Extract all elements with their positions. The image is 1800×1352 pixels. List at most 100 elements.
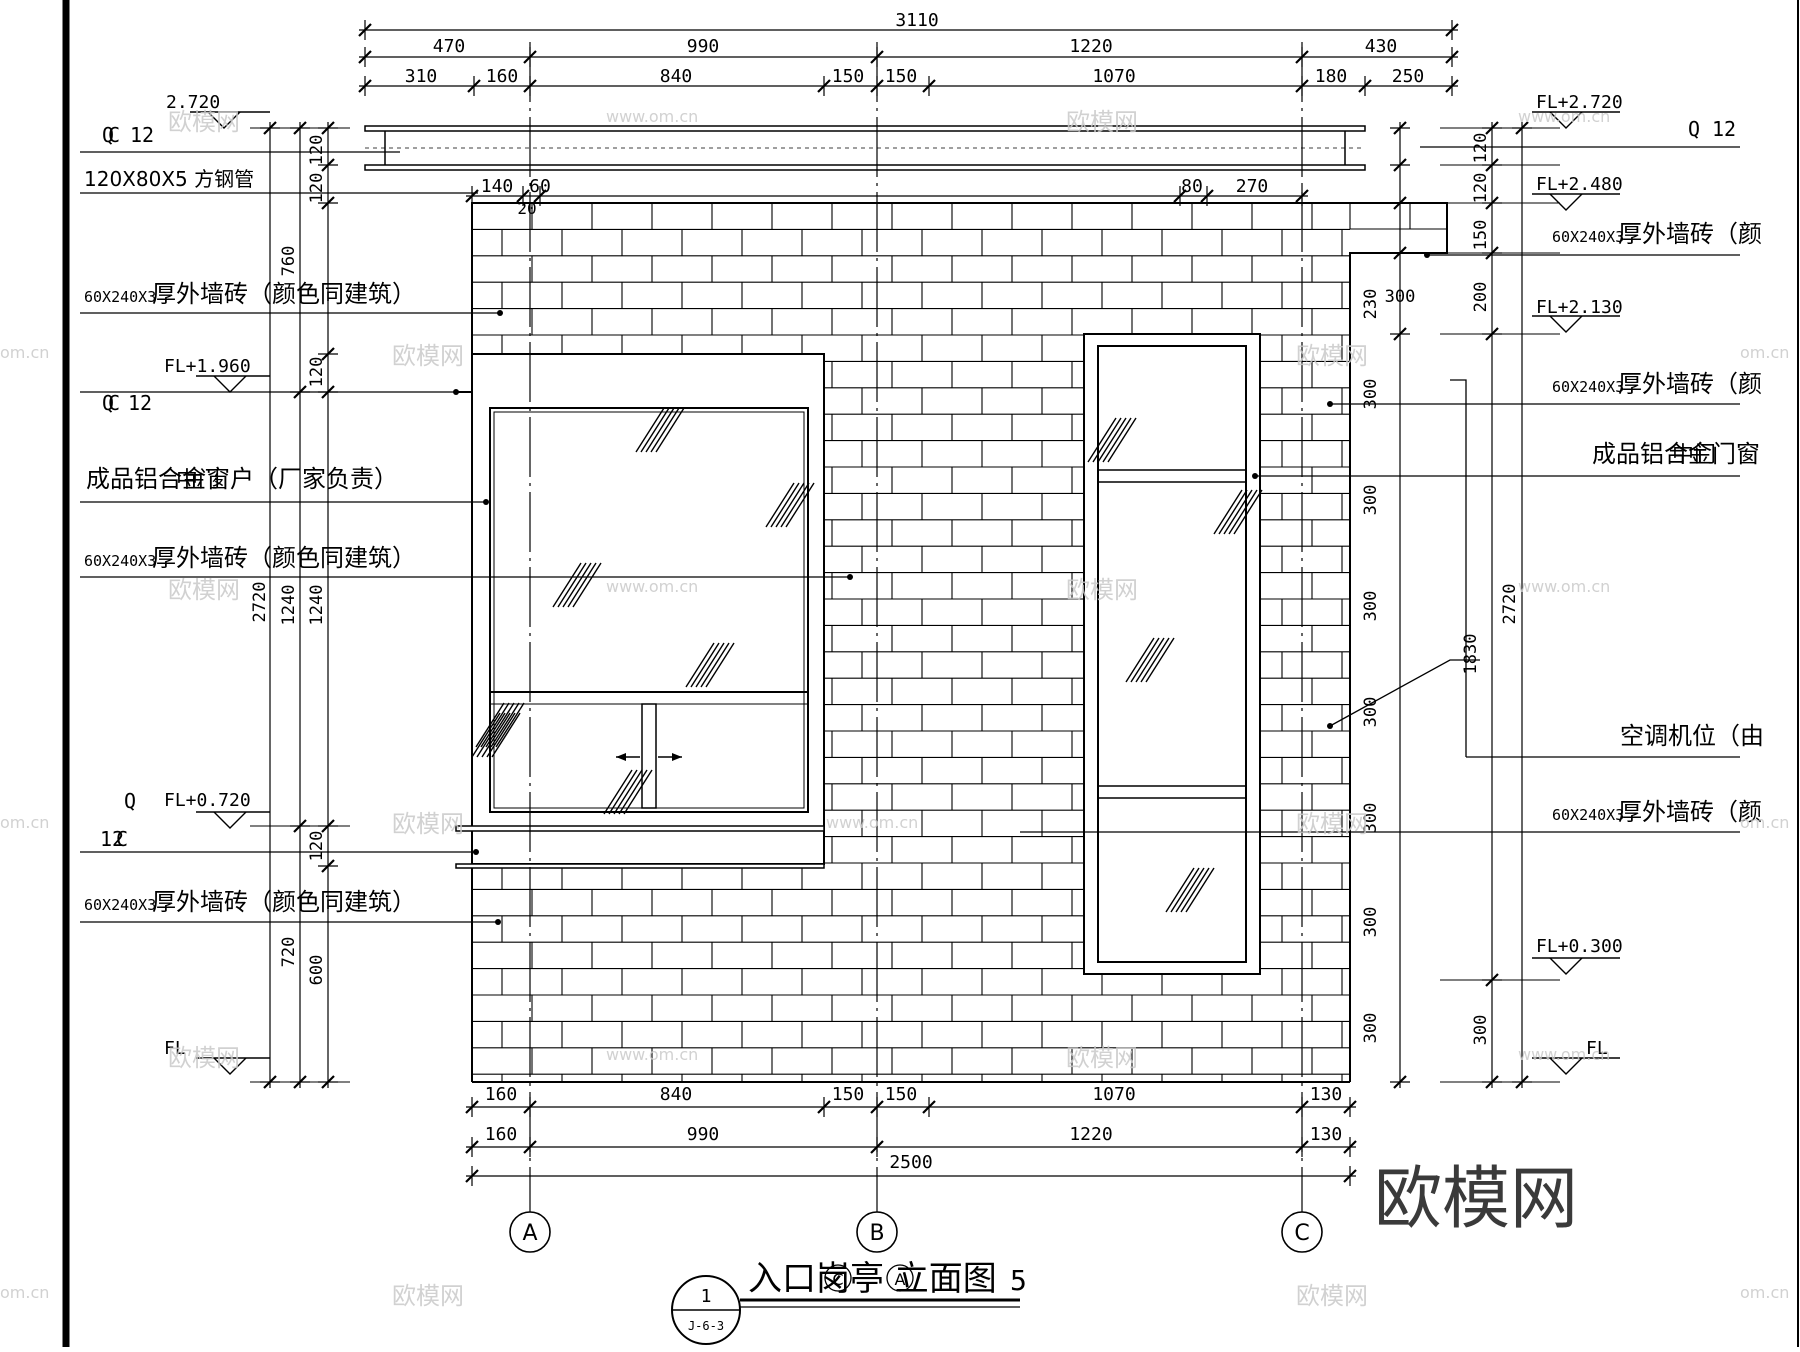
dim-tick [321,347,335,361]
brand-logo-text: 欧模网 [1374,1160,1578,1239]
level-right-fl: FL [1586,1038,1608,1059]
dim-tick [1295,79,1309,93]
glass-hatch [775,482,805,528]
glass-hatch [685,642,715,688]
note-beam1-q: Q [102,123,114,147]
dim-top-r4-1: 140 [481,176,514,197]
glass-hatch [655,407,685,453]
glass-hatch [480,702,510,748]
glass-hatch [770,482,800,528]
glass-hatch [613,769,643,815]
dim-tick [817,1100,831,1114]
dim-bot-r2-3: 1220 [1069,1124,1112,1145]
note-beam2-n: 12 [128,391,152,415]
glass-hatch [1170,867,1200,913]
dim-tick [870,79,884,93]
level-triangle [207,111,241,129]
glass-hatch [1180,867,1210,913]
dim-tick [467,79,481,93]
dim-bot-r2-2: 990 [687,1124,720,1145]
watermark-small-3: om.cn [0,813,49,832]
glass-hatch [572,562,602,608]
level-right-0300: FL+0.300 [1536,936,1623,957]
glass-hatch [1125,637,1155,683]
watermark-small-6: om.cn [1740,1283,1789,1302]
dim-left-760: 760 [279,246,299,277]
glass-hatch [490,702,520,748]
dim-tick [1295,1100,1309,1114]
note-beam2-q: Q [102,391,114,415]
glass-hatch [1218,489,1248,535]
dim-tick [321,859,335,873]
wall-outline [471,202,1448,1083]
level-right-2130: FL+2.130 [1536,297,1623,318]
dim-top-r2-1: 470 [433,36,466,57]
title-index: 1 [701,1286,712,1307]
level-left-fl: FL [164,1038,186,1059]
dim-right-1830: 1830 [1461,634,1481,675]
glass-hatches [471,407,1263,913]
level-left-top: 2.720 [166,92,220,113]
dim-tick [1393,158,1407,172]
glass-hatch [567,562,597,608]
dim-left-in-3: 120 [307,357,327,388]
axis-bubbles [509,1211,1323,1253]
dim-tick [870,50,884,64]
dim-tick [1393,246,1407,260]
leader-lines [80,146,1740,923]
glass-hatch [491,712,521,758]
glass-hatch [1228,489,1258,535]
watermark-2: 欧模网 [1066,108,1138,136]
glass-hatch [695,642,725,688]
note-window: 成品铝合金窗户（厂家负责） [86,465,398,493]
glass-hatch [705,642,735,688]
glass-hatch [765,482,795,528]
dim-bot-r1-2: 840 [660,1084,693,1105]
dim-tick [1295,50,1309,64]
dim-tick [1393,1075,1407,1089]
watermark-8: 欧模网 [1296,810,1368,838]
title-axis-c: C [832,1270,843,1289]
note-beam3-n: 12 [100,827,124,851]
dim-tick [465,1100,479,1114]
dim-top-r3-7: 180 [1315,66,1348,87]
dim-tick [870,1140,884,1154]
dim-top-r2-2: 990 [687,36,720,57]
note-right-brick2-text: 厚外墙砖（颜 [1618,370,1762,398]
dim-bot-r1-3: 150 [832,1084,865,1105]
window-right [1083,333,1261,975]
glass-hatch [635,407,665,453]
note-brick2-spec: 60X240X3 [84,552,156,570]
glass-hatch [700,642,730,688]
glass-hatch [1102,417,1132,463]
dim-tick [533,189,547,203]
dim-tick [1343,1140,1357,1154]
dim-tick [1343,1100,1357,1114]
dim-right-8: 300 [1361,697,1381,728]
dim-tick [1295,1140,1309,1154]
dim-top-r3-1: 310 [405,66,438,87]
watermark-url-1: www.om.cn [606,107,698,126]
glass-hatch [1140,637,1170,683]
glass-hatch [475,702,505,748]
glass-hatch [1185,867,1215,913]
dim-tick [516,189,530,203]
dim-right-total: 2720 [1500,584,1520,625]
dim-tick [1445,50,1459,64]
glass-hatch [1097,417,1127,463]
glass-hatch [608,769,638,815]
dim-tick [922,1100,936,1114]
level-right-2720: FL+2.720 [1536,92,1623,113]
note-brick1-text: 厚外墙砖（颜色同建筑） [152,280,416,308]
dim-tick [523,1140,537,1154]
glass-hatch [603,769,633,815]
dim-top-r2-3: 1220 [1069,36,1112,57]
title-block [671,1264,1020,1345]
dim-right-2: 120 [1471,173,1491,204]
dim-bot-r1-5: 1070 [1092,1084,1135,1105]
dim-tick [321,196,335,210]
watermark-1: 欧模网 [168,108,240,136]
note-right-beam-q: Q [1688,117,1700,141]
dim-tick [358,23,372,37]
note-brick2-text: 厚外墙砖（颜色同建筑） [152,544,416,572]
